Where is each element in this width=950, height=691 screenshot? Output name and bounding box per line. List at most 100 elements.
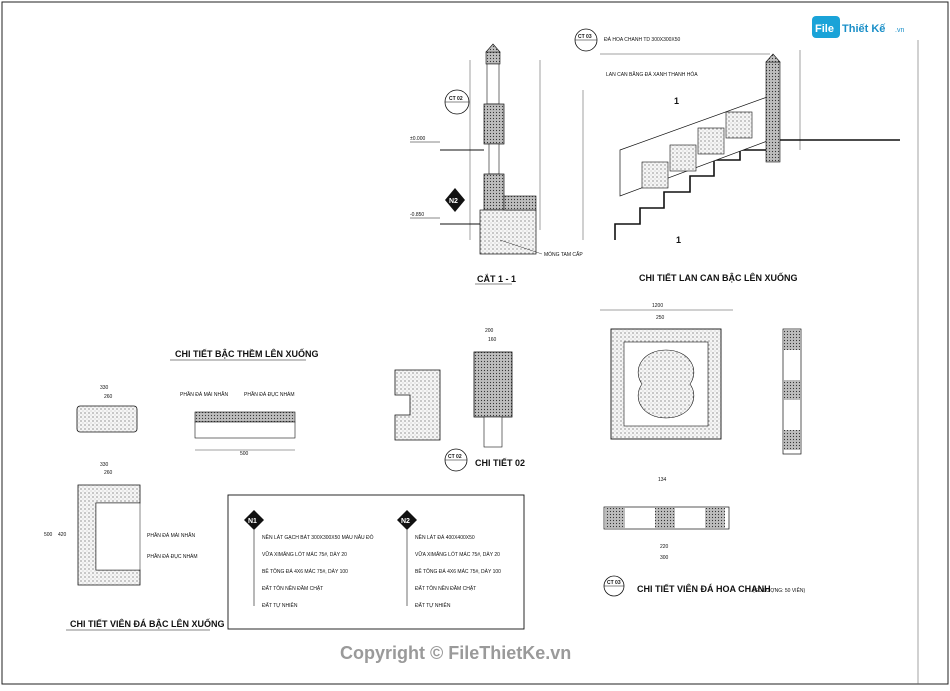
title-flower-stone: CHI TIẾT VIÊN ĐÁ HOA CHANH [637, 583, 771, 594]
title-section-1-1: CẮT 1 - 1 [477, 274, 516, 284]
dim-step-260: 260 [104, 394, 113, 400]
step-elevation [194, 421, 296, 439]
title-ct02: CHI TIẾT 02 [475, 458, 525, 468]
copyright-watermark: Copyright © FileThietKe.vn [340, 643, 571, 663]
column-finial [485, 43, 501, 53]
legend-frame [227, 494, 525, 630]
dim-flower-300: 300 [660, 555, 669, 561]
dim-edge-330: 330 [100, 462, 109, 468]
legend-n2-item: ĐẤT TỰ NHIÊN [415, 601, 451, 609]
stair-profile [614, 139, 900, 240]
title-railing: CHI TIẾT LAN CAN BẬC LÊN XUỐNG [639, 272, 798, 283]
brand-logo: File Thiết Kế .vn [812, 16, 904, 38]
legend-n2-tag: N2 [401, 518, 410, 525]
step-top-band [194, 411, 296, 423]
note-da-hoa-chanh: ĐÁ HOA CHANH TD 300X300X50 [604, 36, 681, 43]
dim-ct02-160: 160 [488, 337, 497, 343]
bottom-block [705, 508, 725, 528]
ct02-neck [483, 416, 503, 448]
logo-fi: File [815, 23, 834, 35]
legend-n2-item: ĐẤT TÔN NỀN ĐẦM CHẶT [415, 585, 476, 592]
flower-stone: 1200 250 134 220 300 CT 03 CHI TIẾT VIÊN… [600, 303, 806, 597]
legend-n1-item: ĐẤT TÔN NỀN ĐẦM CHẶT [262, 585, 323, 592]
flower-quantity: (SỐ LƯỢNG: 50 VIÊN) [753, 586, 806, 594]
title-edge-stone: CHI TIẾT VIÊN ĐÁ BẬC LÊN XUỐNG [70, 618, 225, 629]
dim-ct02-200: 200 [485, 328, 494, 334]
legend-n2-item: VỮA XIMĂNG LÓT MÁC 75#, DÀY 20 [415, 551, 500, 558]
edge-stone: 330 260 500 420 PHẦN ĐÁ MÀI NHẴN PHẦN ĐÁ… [44, 462, 225, 631]
level-085: -0.850 [410, 212, 424, 218]
dim-step-330: 330 [100, 385, 109, 391]
end-post [765, 61, 781, 163]
tag-ct03-flower-text: CT 03 [607, 580, 621, 586]
step-slab [503, 195, 537, 211]
flower-tiles-row [641, 111, 753, 189]
dim-flower-1200: 1200 [652, 303, 663, 309]
tag-ct02: CT 02 [449, 96, 463, 102]
ct02-detail: 200 160 CT 02 CHI TIẾT 02 [394, 328, 525, 472]
flower-tile [697, 127, 725, 155]
note-duc-nham-2: PHẦN ĐÁ ĐỤC NHÁM [147, 553, 198, 560]
railing-baluster [488, 143, 500, 175]
tag-ct02-detail-text: CT 02 [448, 454, 462, 460]
tag-n2-marker: N2 [449, 198, 458, 205]
bottom-block [655, 508, 675, 528]
bottom-block [605, 508, 625, 528]
flower-tile [669, 144, 697, 172]
legend-n1-item: ĐẤT TỰ NHIÊN [262, 601, 298, 609]
note-lan-can: LAN CAN BẰNG ĐÁ XANH THANH HÓA [606, 70, 698, 78]
note-mai-nhan-2: PHẦN ĐÁ MÀI NHẴN [147, 532, 195, 539]
legend-n2-item: NỀN LÁT ĐÁ 400X400X50 [415, 534, 475, 541]
legend-box: N1 NỀN LÁT GẠCH BÁT 300X300X50 MÀU NÂU Đ… [227, 494, 525, 630]
legend-n1-item: VỮA XIMĂNG LÓT MÁC 75#, DÀY 20 [262, 551, 347, 558]
side-block [784, 330, 800, 350]
dim-flower-134: 134 [658, 477, 667, 483]
dim-step-500: 500 [240, 451, 249, 457]
railing-elevation: CT 03 ĐÁ HOA CHANH TD 300X300X50 LAN CAN… [574, 28, 900, 283]
tag-ct03-top: CT 03 [578, 34, 592, 40]
foundation [479, 209, 537, 255]
dim-edge-260: 260 [104, 470, 113, 476]
legend-n1-tag: N1 [248, 518, 257, 525]
step-section [76, 405, 138, 433]
flower-tile [641, 161, 669, 189]
column-cap [485, 51, 501, 65]
flower-pattern [637, 349, 695, 419]
edge-stone-inner [95, 502, 141, 571]
dim-flower-250: 250 [656, 315, 665, 321]
flower-tile [725, 111, 753, 139]
note-duc-nham: PHẦN ĐÁ ĐỤC NHÁM [244, 391, 295, 398]
step-detail: CHI TIẾT BẬC THỀM LÊN XUỐNG 330 260 PHẦN… [76, 348, 319, 457]
title-step-detail: CHI TIẾT BẬC THỀM LÊN XUỐNG [175, 348, 319, 359]
legend-n1-item: NỀN LÁT GẠCH BÁT 300X300X50 MÀU NÂU ĐỎ [262, 534, 374, 541]
side-block [784, 380, 800, 400]
cut-mark-top: 1 [674, 96, 679, 106]
logo-text: Thiết Kế [842, 23, 886, 35]
legend-n1-diamond [244, 510, 264, 530]
dim-edge-420: 420 [58, 532, 67, 538]
column-neck [486, 63, 500, 105]
legend-n2-item: BÊ TÔNG ĐÁ 4X6 MÁC 75#, DÀY 100 [415, 567, 501, 575]
legend-n2-diamond [397, 510, 417, 530]
side-block [784, 430, 800, 450]
end-post-finial [765, 53, 781, 63]
ct02-profile [394, 369, 441, 441]
railing-head [483, 103, 505, 145]
ct02-section [473, 351, 513, 418]
logo-tld: .vn [895, 27, 904, 34]
cut-mark-bottom: 1 [676, 235, 681, 245]
note-mong-tam-cap: MÓNG TAM CẤP [544, 251, 583, 258]
leader-mong [499, 239, 543, 255]
tag-n2-diamond [445, 188, 465, 212]
section-1-1: ±0.000 -0.850 CT 02 N2 MÓNG TAM CẤP CẮT … [410, 43, 583, 285]
logo-badge [812, 16, 840, 38]
legend-n1-item: BÊ TÔNG ĐÁ 4X6 MÁC 75#, DÀY 100 [262, 567, 348, 575]
level-0: ±0.000 [410, 136, 425, 142]
dim-flower-220: 220 [660, 544, 669, 550]
note-mai-nhan: PHẦN ĐÁ MÀI NHẴN [180, 391, 228, 398]
railing-base [483, 173, 505, 211]
dim-edge-500: 500 [44, 532, 53, 538]
